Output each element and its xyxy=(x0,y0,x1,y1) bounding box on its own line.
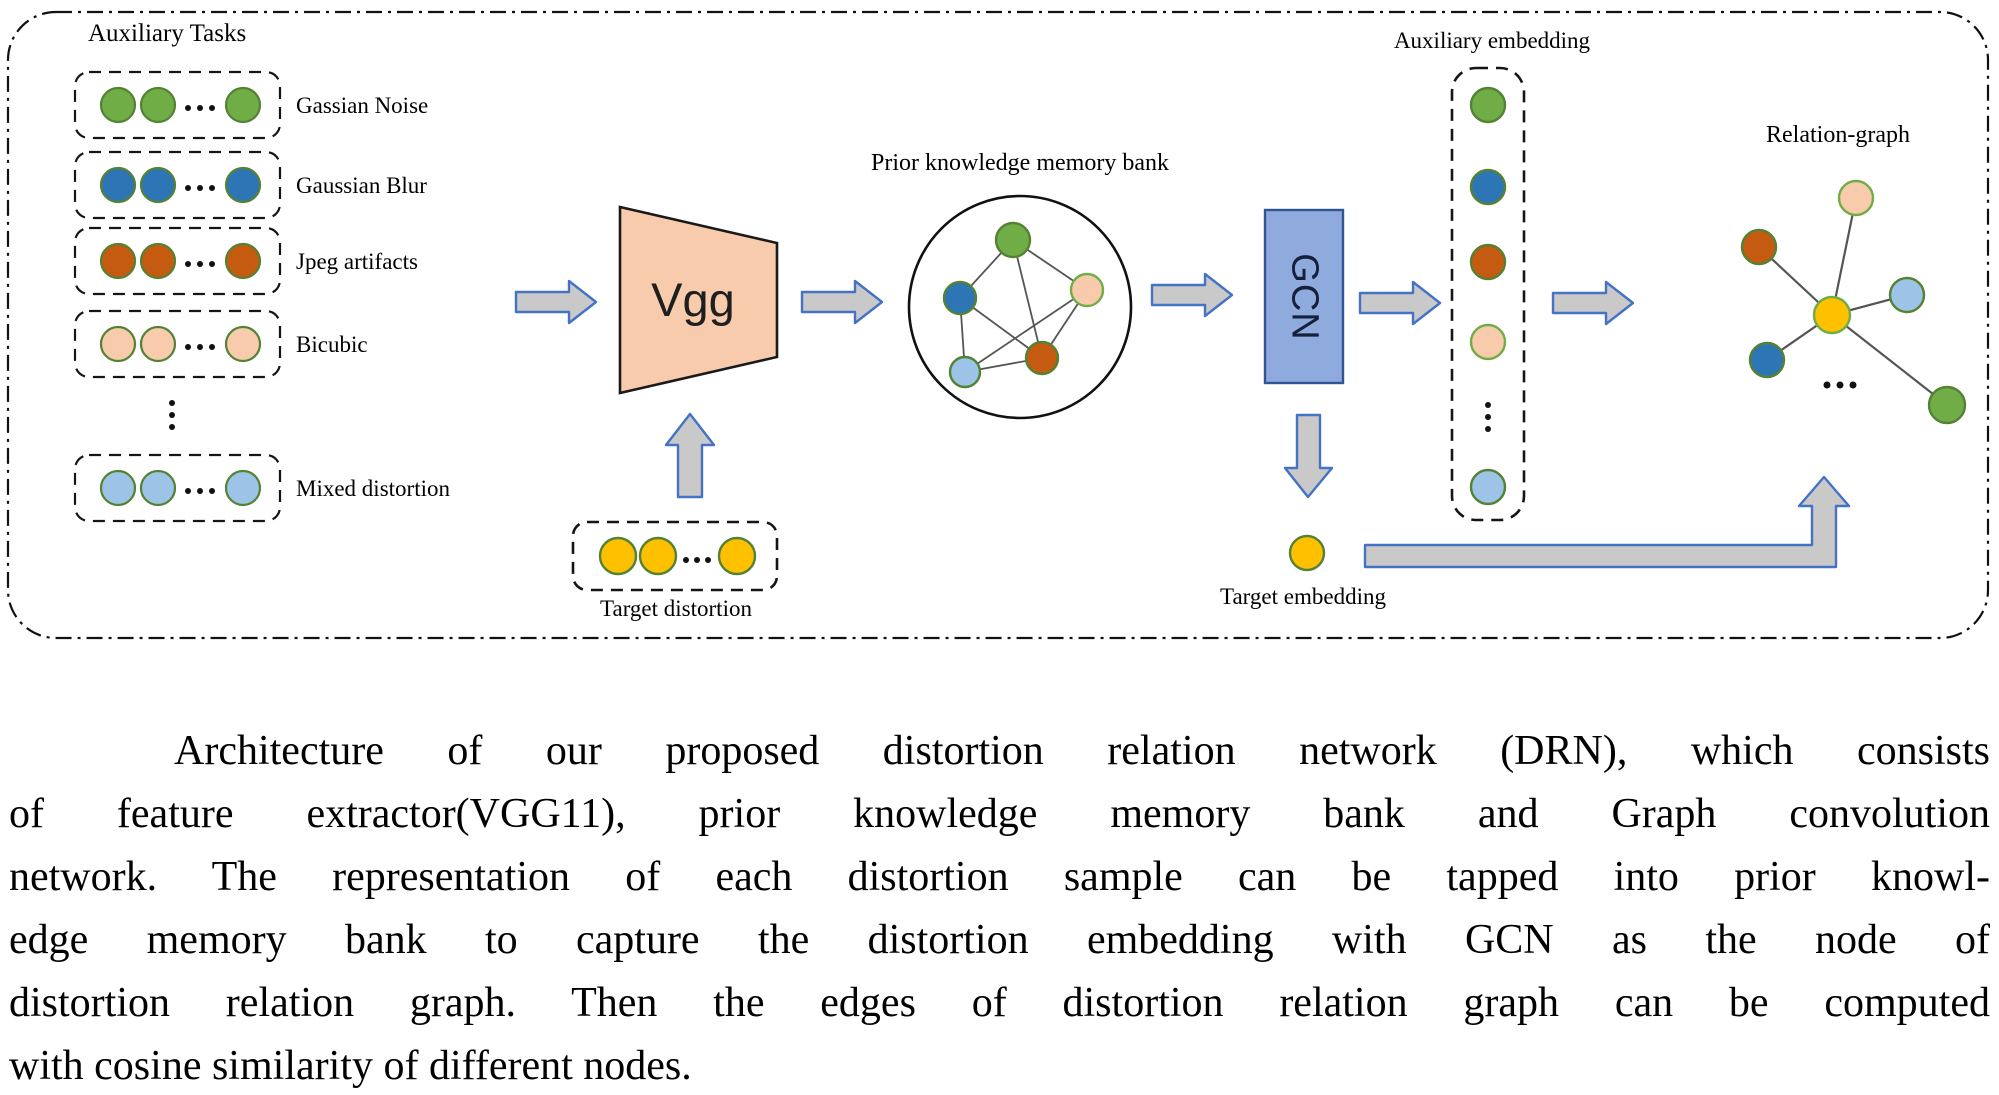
task-label-mixed-distortion: Mixed distortion xyxy=(296,476,450,501)
auxiliary-embedding-nodes xyxy=(1469,86,1507,506)
memory-bank-group xyxy=(907,194,1133,420)
target-embedding-label: Target embedding xyxy=(1220,584,1386,609)
gaussian-noise-nodes xyxy=(99,86,262,124)
arrow-tasks-to-vgg xyxy=(514,279,598,325)
caption-line: of feature extractor(VGG11), prior knowl… xyxy=(9,791,1990,837)
relation-graph-nodes xyxy=(1740,179,1967,425)
task-box-gaussian-noise xyxy=(73,70,282,140)
architecture-diagram xyxy=(6,10,1990,640)
auxiliary-tasks-title: Auxiliary Tasks xyxy=(88,20,247,47)
caption-line: with cosine similarity of different node… xyxy=(9,1043,692,1089)
arrow-target-distortion-to-vgg xyxy=(664,412,716,499)
caption-line: network. The representation of each dist… xyxy=(9,854,1990,900)
arrow-gcn-to-target-embedding xyxy=(1283,413,1334,499)
jpeg-artifacts-nodes xyxy=(99,242,262,280)
arrow-gcn-to-auxiliary-embedding xyxy=(1358,280,1442,326)
gaussian-blur-nodes xyxy=(99,166,262,204)
row-ellipsis-dots xyxy=(185,105,215,494)
gcn-box xyxy=(1263,208,1345,385)
task-label-gaussian-blur: Gaussian Blur xyxy=(296,173,427,198)
task-label-jpeg-artifacts: Jpeg artifacts xyxy=(296,249,418,274)
tasks-vertical-ellipsis xyxy=(169,400,175,430)
arrow-embedding-to-relation-graph xyxy=(1551,280,1635,326)
target-distortion-label: Target distortion xyxy=(600,596,752,621)
auxiliary-embedding-title: Auxiliary embedding xyxy=(1393,28,1591,53)
target-distortion-box xyxy=(571,520,779,592)
task-box-jpeg-artifacts xyxy=(73,226,282,296)
vgg-label: Vgg xyxy=(651,273,735,326)
relation-graph-group xyxy=(1740,179,1967,425)
task-label-bicubic: Bicubic xyxy=(296,332,368,357)
target-distortion-nodes xyxy=(598,536,757,576)
task-label-gaussian-noise: Gassian Noise xyxy=(296,93,429,118)
auxiliary-embedding-box xyxy=(1450,66,1526,522)
figure-caption: Architecture of our proposed distortion … xyxy=(9,720,1990,1095)
memory-bank-title: Prior knowledge memory bank xyxy=(871,150,1169,176)
task-box-bicubic xyxy=(73,309,282,379)
auxiliary-task-rows xyxy=(73,70,282,523)
mixed-distortion-nodes xyxy=(99,469,262,507)
task-box-gaussian-blur xyxy=(73,150,282,220)
bicubic-nodes xyxy=(99,325,262,363)
caption-line: distortion relation graph. Then the edge… xyxy=(9,980,1990,1026)
arrow-target-embedding-to-relation-graph xyxy=(1363,475,1851,569)
target-embedding-node xyxy=(1288,534,1326,572)
caption-line: edge memory bank to capture the distorti… xyxy=(9,917,1990,963)
gcn-label: GCN xyxy=(1283,253,1326,341)
caption-line: Architecture of our proposed distortion … xyxy=(174,728,1990,774)
target-distortion-group xyxy=(571,520,779,592)
task-box-mixed-distortion xyxy=(73,453,282,523)
vgg-trapezoid xyxy=(618,205,779,395)
target-distortion-ellipsis xyxy=(683,557,711,563)
memory-bank-nodes xyxy=(942,221,1105,389)
auxiliary-embedding-ellipsis xyxy=(1485,402,1491,432)
relation-graph-title: Relation-graph xyxy=(1766,122,1910,148)
arrow-memory-bank-to-gcn xyxy=(1150,272,1234,318)
figure-border xyxy=(6,10,1990,640)
relation-graph-ellipsis xyxy=(1823,381,1857,389)
auxiliary-embedding-group xyxy=(1450,66,1526,522)
arrow-vgg-to-memory-bank xyxy=(800,279,884,325)
